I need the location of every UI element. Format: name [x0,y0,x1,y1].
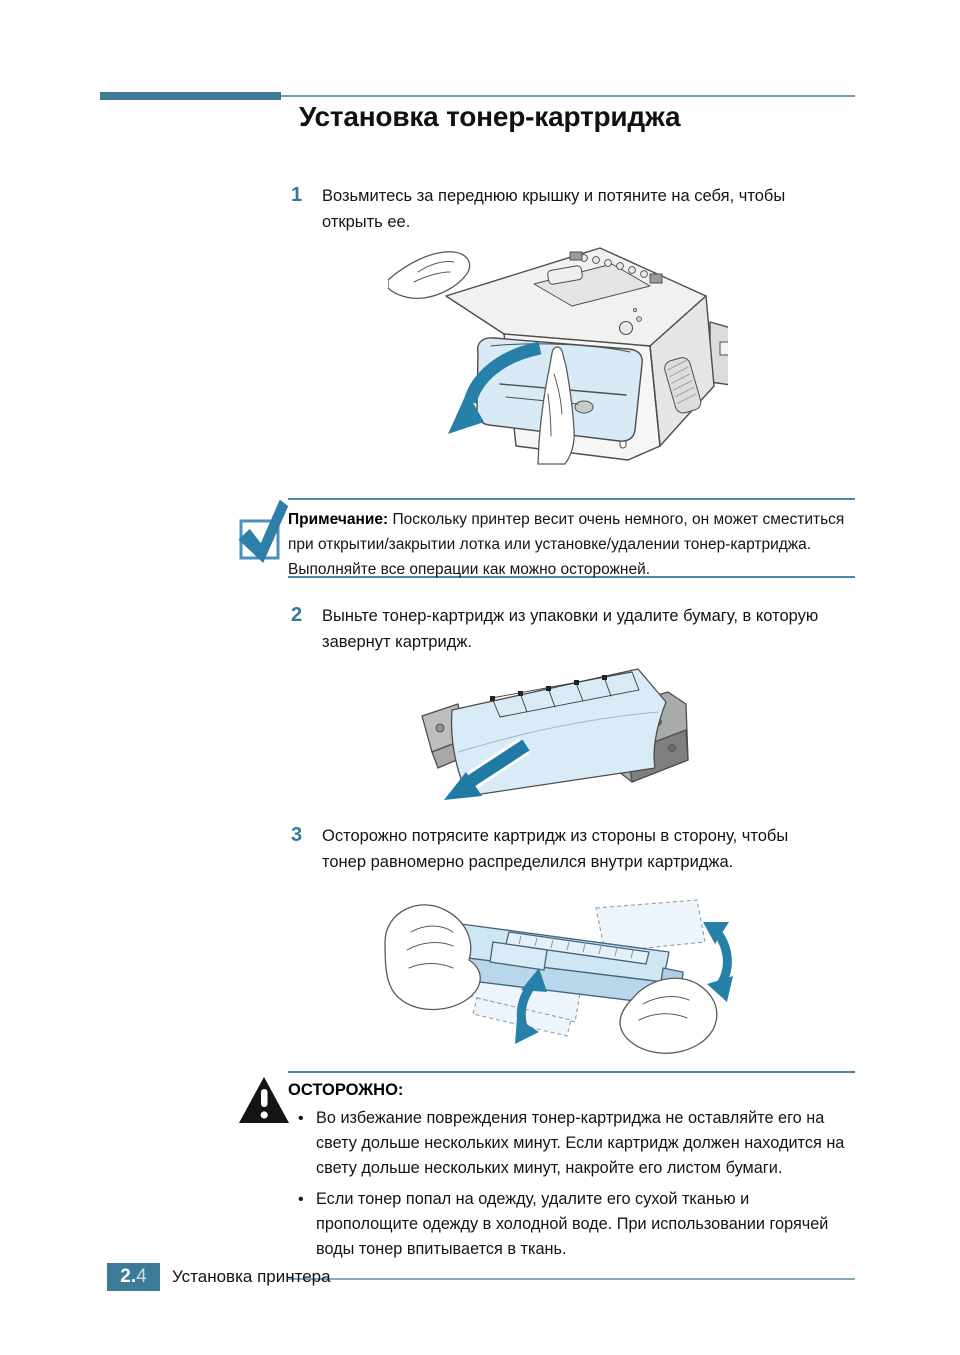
note-body: Поскольку принтер весит очень немного, о… [288,511,845,578]
caution-label: ОСТОРОЖНО: [288,1081,404,1099]
caution-bullet-1: Во избежание повреждения тонер-картриджа… [298,1106,855,1181]
step-1-number: 1 [291,184,303,206]
printer-open-front-cover-illustration [388,247,728,465]
shake-arrow-left-icon [515,968,547,1044]
step-3: 3 Осторожно потрясите картридж из сторон… [291,823,836,875]
header-rule [100,92,855,100]
left-hand [388,251,471,300]
caution-triangle-icon [239,1077,289,1123]
step-2: 2 Выньте тонер-картридж из упаковки и уд… [291,603,836,655]
cartridge-unwrap-illustration [421,668,689,800]
page-number-badge: 2. 4 [107,1263,160,1291]
caution-box: ОСТОРОЖНО: Во избежание повреждения тоне… [288,1071,855,1280]
pull-paper-arrow-icon [444,738,530,800]
step-3-number: 3 [291,824,303,846]
open-cover-arrow-icon [448,341,542,434]
step-2-number: 2 [291,604,303,626]
caution-list: Во избежание повреждения тонер-картриджа… [288,1106,855,1262]
caution-bullet-2: Если тонер попал на одежду, удалите его … [298,1187,855,1262]
step-1: 1 Возьмитесь за переднюю крышку и потяни… [291,183,836,235]
note-checkmark-icon [238,499,289,563]
step-3-text: Осторожно потрясите картридж из стороны … [322,827,789,871]
page-title: Установка тонер-картриджа [299,101,681,132]
step-1-text: Возьмитесь за переднюю крышку и потяните… [322,187,786,231]
left-hand [384,904,481,1011]
note-text: Примечание: Поскольку принтер весит очен… [288,507,855,582]
page-number-page: 4 [136,1266,147,1287]
right-hand [619,977,718,1054]
step-2-text: Выньте тонер-картридж из упаковки и удал… [322,607,819,651]
note-label: Примечание: [288,511,389,528]
header-rule-thin-segment [281,95,855,97]
pointing-hand [537,346,575,465]
shake-arrow-right-icon [703,922,733,1002]
note-box: Примечание: Поскольку принтер весит очен… [288,498,855,578]
header-rule-thick-segment [100,92,281,100]
cartridge-shake-illustration [384,899,733,1054]
page-number-chapter: 2. [120,1266,137,1287]
footer-section-title: Установка принтера [172,1267,331,1286]
